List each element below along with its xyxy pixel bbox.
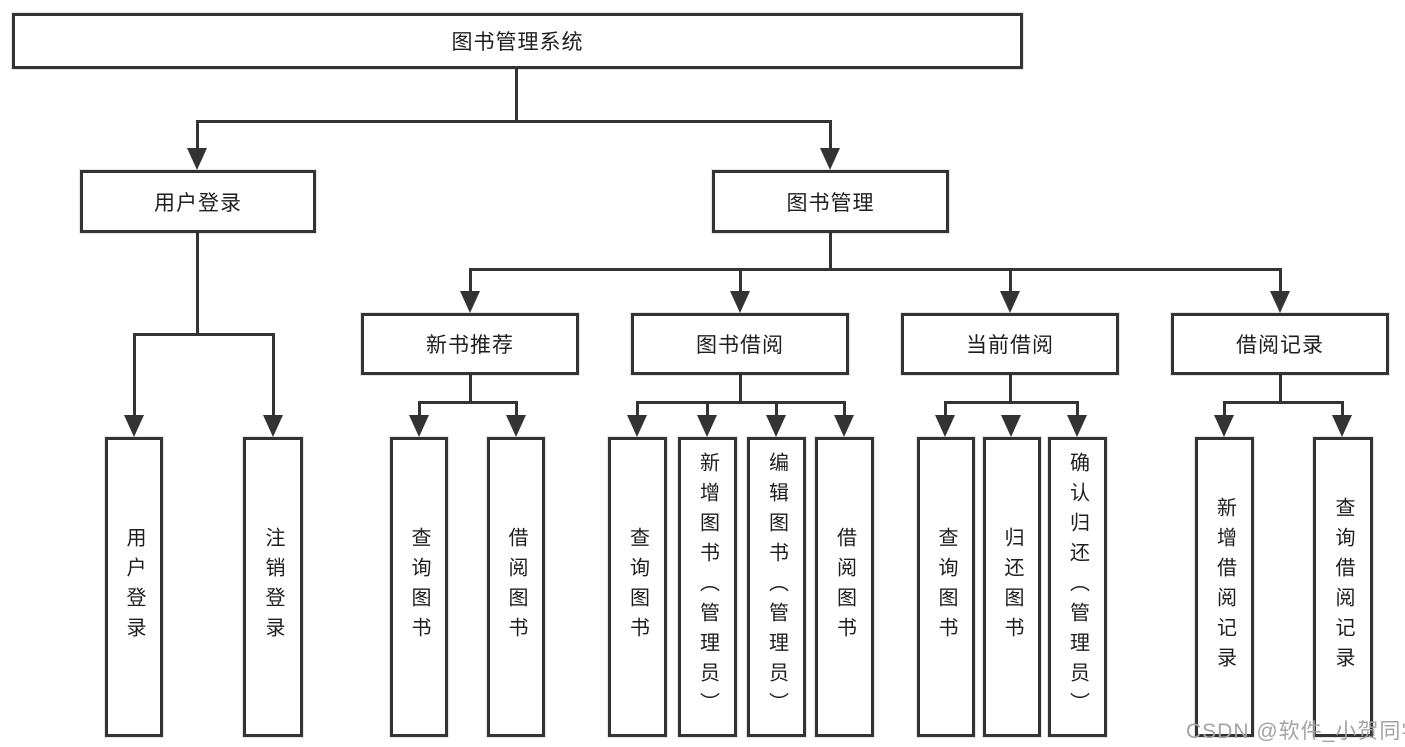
node-label: 编辑图书（管理员） — [765, 452, 788, 722]
connector-arrow — [187, 148, 207, 170]
connector-line — [196, 233, 199, 335]
connector-arrow — [506, 415, 526, 437]
node-label: 查询图书 — [935, 527, 957, 647]
leaf-user-login: 用户登录 — [105, 437, 163, 737]
connector-arrow — [1000, 291, 1020, 313]
node-label: 新增借阅记录 — [1213, 497, 1236, 677]
connector-arrow — [460, 291, 480, 313]
leaf-borrow-books-recommend: 借阅图书 — [487, 437, 545, 737]
connector-line — [1009, 375, 1012, 403]
connector-arrow — [935, 415, 955, 437]
connector-line — [469, 375, 472, 403]
connector-line — [418, 401, 518, 404]
connector-arrow — [263, 415, 283, 437]
connector-line — [739, 375, 742, 403]
connector-line — [133, 333, 274, 336]
connector-line — [1076, 401, 1079, 417]
leaf-add-books-admin: 新增图书（管理员） — [678, 437, 737, 737]
connector-line — [636, 401, 846, 404]
node-borrow-records: 借阅记录 — [1171, 313, 1389, 375]
node-label: 借阅记录 — [1236, 334, 1324, 357]
node-label: 借阅图书 — [505, 527, 527, 647]
connector-line — [944, 401, 947, 417]
node-label: 确认归还（管理员） — [1066, 452, 1089, 722]
connector-line — [1223, 401, 1343, 404]
connector-line — [636, 401, 639, 417]
connector-arrow — [1067, 415, 1087, 437]
node-user-login: 用户登录 — [80, 170, 316, 233]
connector-arrow — [627, 415, 647, 437]
connector-line — [272, 333, 275, 418]
node-book-borrow: 图书借阅 — [631, 313, 849, 375]
connector-arrow — [1214, 415, 1234, 437]
leaf-borrow-books: 借阅图书 — [815, 437, 874, 737]
leaf-query-books-current: 查询图书 — [917, 437, 975, 737]
node-label: 图书管理系统 — [451, 31, 584, 54]
connector-line — [418, 401, 421, 417]
connector-arrow — [1270, 291, 1290, 313]
connector-arrow — [820, 148, 840, 170]
connector-line — [515, 401, 518, 417]
leaf-query-borrow-record: 查询借阅记录 — [1313, 437, 1373, 737]
connector-line — [829, 233, 832, 270]
connector-arrow — [834, 415, 854, 437]
node-label: 当前借阅 — [966, 334, 1054, 357]
connector-line — [133, 333, 136, 418]
node-label: 用户登录 — [154, 191, 242, 215]
connector-line — [944, 401, 1079, 404]
node-label: 查询图书 — [408, 527, 430, 647]
leaf-query-books-recommend: 查询图书 — [390, 437, 448, 737]
node-label: 归还图书 — [1001, 527, 1023, 647]
connector-line — [775, 401, 778, 417]
node-label: 新书推荐 — [426, 334, 514, 357]
connector-line — [1279, 268, 1282, 293]
connector-arrow — [409, 415, 429, 437]
leaf-return-books: 归还图书 — [983, 437, 1041, 737]
connector-line — [829, 120, 832, 154]
connector-arrow — [730, 291, 750, 313]
node-label: 借阅图书 — [833, 527, 856, 647]
node-label: 图书管理 — [786, 191, 875, 215]
leaf-logout: 注销登录 — [243, 437, 303, 737]
node-label: 用户登录 — [123, 527, 145, 647]
connector-line — [1009, 268, 1012, 293]
connector-line — [739, 268, 742, 293]
connector-line — [469, 268, 1281, 271]
connector-arrow — [1001, 415, 1021, 437]
connector-arrow — [766, 415, 786, 437]
node-book-management: 图书管理 — [712, 170, 949, 233]
connector-line — [515, 69, 518, 122]
connector-arrow — [124, 415, 144, 437]
connector-arrow — [697, 415, 717, 437]
node-current-borrow: 当前借阅 — [901, 313, 1119, 375]
node-label: 新增图书（管理员） — [696, 452, 719, 722]
connector-line — [1223, 401, 1226, 417]
connector-line — [469, 268, 472, 293]
node-label: 查询借阅记录 — [1332, 497, 1354, 677]
node-root-system: 图书管理系统 — [12, 13, 1023, 69]
connector-arrow — [1332, 415, 1352, 437]
connector-line — [843, 401, 846, 417]
connector-line — [196, 120, 199, 154]
connector-line — [1279, 375, 1282, 403]
node-label: 查询图书 — [626, 527, 649, 647]
leaf-add-borrow-record: 新增借阅记录 — [1195, 437, 1254, 737]
connector-line — [196, 120, 831, 123]
leaf-confirm-return-admin: 确认归还（管理员） — [1048, 437, 1107, 737]
connector-line — [1341, 401, 1344, 417]
leaf-query-books-borrow: 查询图书 — [608, 437, 667, 737]
node-new-book-recommend: 新书推荐 — [361, 313, 579, 375]
node-label: 图书借阅 — [696, 334, 784, 357]
csdn-watermark: CSDN @软件_小贺同学 — [1186, 720, 1405, 743]
leaf-edit-books-admin: 编辑图书（管理员） — [747, 437, 806, 737]
connector-line — [706, 401, 709, 417]
node-label: 注销登录 — [262, 527, 284, 647]
